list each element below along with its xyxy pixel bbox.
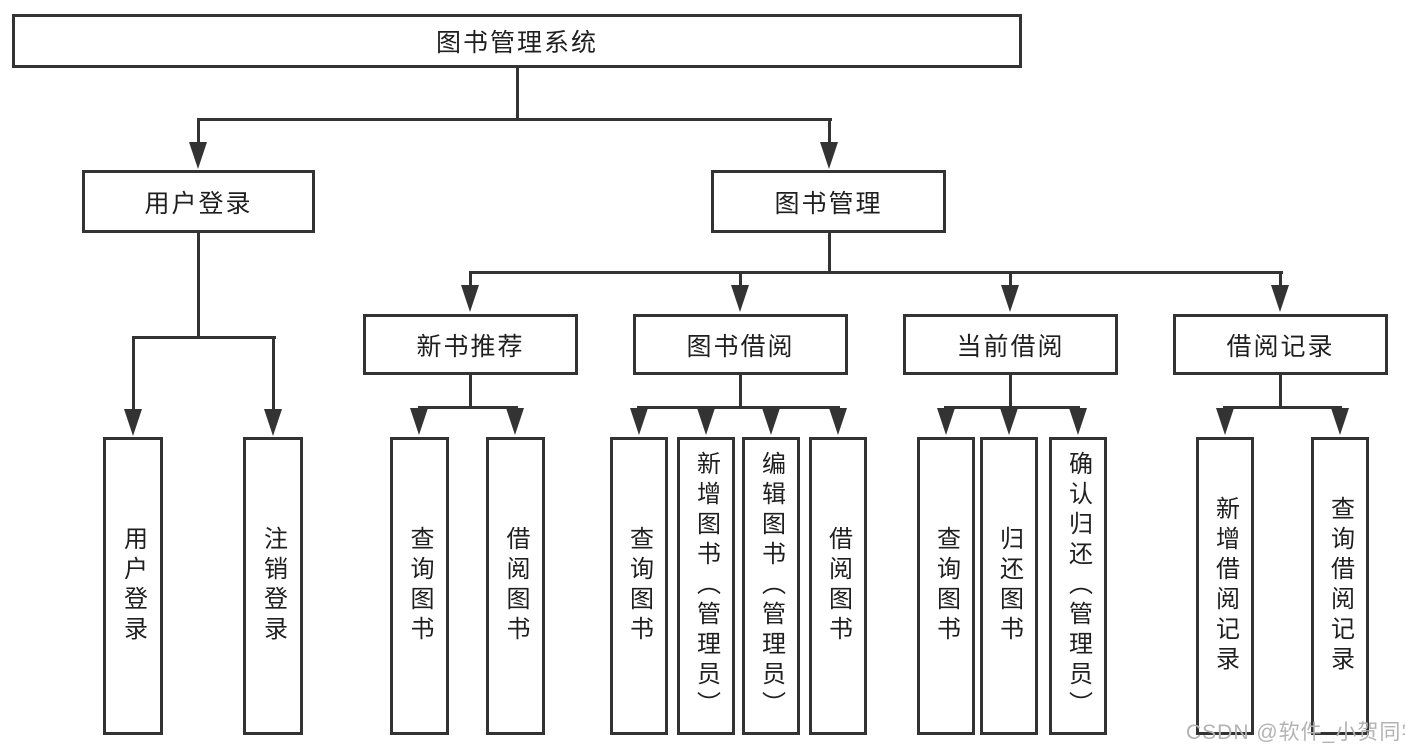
arrow-down-icon xyxy=(124,409,142,436)
leaf-add-books-admin: 新增图书（管理员） xyxy=(677,437,735,735)
arrow-down-icon xyxy=(1331,408,1349,435)
leaf-confirm-return-admin: 确认归还（管理员） xyxy=(1049,437,1107,735)
connector-line xyxy=(739,271,742,287)
leaf-return-books: 归还图书 xyxy=(980,437,1038,735)
arrow-down-icon xyxy=(630,408,648,435)
arrow-down-icon xyxy=(506,408,524,435)
leaf-query-books-recommend: 查询图书 xyxy=(390,437,449,735)
node-book-management: 图书管理 xyxy=(711,170,946,233)
node-book-borrowing: 图书借阅 xyxy=(633,314,848,375)
connector-line xyxy=(944,406,1080,409)
connector-line xyxy=(132,336,135,412)
connector-line xyxy=(272,336,275,412)
arrow-down-icon xyxy=(264,409,282,436)
arrow-down-icon xyxy=(1000,408,1018,435)
leaf-logout: 注销登录 xyxy=(243,437,303,735)
connector-line xyxy=(469,375,472,406)
connector-line xyxy=(197,233,200,336)
node-library-system: 图书管理系统 xyxy=(12,14,1022,68)
leaf-query-books-current: 查询图书 xyxy=(917,437,975,735)
arrow-down-icon xyxy=(1069,408,1087,435)
arrow-down-icon xyxy=(1001,285,1019,312)
connector-line xyxy=(1009,375,1012,406)
connector-line xyxy=(637,406,840,409)
connector-line xyxy=(469,271,472,287)
arrow-down-icon xyxy=(937,408,955,435)
leaf-borrow-books-borrowing: 借阅图书 xyxy=(809,437,867,735)
node-user-login: 用户登录 xyxy=(82,170,315,233)
connector-line xyxy=(197,118,200,145)
leaf-query-books-borrowing: 查询图书 xyxy=(610,437,668,735)
connector-line xyxy=(469,271,1283,274)
watermark: CSDN @软件_小贺同学 xyxy=(1186,721,1405,744)
arrow-down-icon xyxy=(410,408,428,435)
leaf-add-borrow-record: 新增借阅记录 xyxy=(1196,437,1254,735)
connector-line xyxy=(1009,271,1012,287)
arrow-down-icon xyxy=(1271,285,1289,312)
connector-line xyxy=(1279,375,1282,406)
leaf-user-login: 用户登录 xyxy=(103,437,163,735)
node-current-borrowing: 当前借阅 xyxy=(903,314,1118,375)
arrow-down-icon xyxy=(829,408,847,435)
arrow-down-icon xyxy=(820,142,838,169)
arrow-down-icon xyxy=(461,285,479,312)
connector-line xyxy=(197,118,832,121)
connector-line xyxy=(132,336,276,339)
leaf-edit-books-admin: 编辑图书（管理员） xyxy=(742,437,800,735)
node-new-book-recommend: 新书推荐 xyxy=(363,314,578,375)
connector-line xyxy=(418,406,518,409)
connector-line xyxy=(828,118,831,145)
node-borrowing-records: 借阅记录 xyxy=(1173,314,1388,375)
arrow-down-icon xyxy=(762,408,780,435)
arrow-down-icon xyxy=(189,142,207,169)
connector-line xyxy=(516,68,519,118)
connector-line xyxy=(828,233,831,271)
leaf-borrow-books-recommend: 借阅图书 xyxy=(486,437,545,735)
leaf-query-borrow-record: 查询借阅记录 xyxy=(1311,437,1369,735)
arrow-down-icon xyxy=(1216,408,1234,435)
connector-line xyxy=(1279,271,1282,287)
connector-line xyxy=(1223,406,1342,409)
arrow-down-icon xyxy=(697,408,715,435)
arrow-down-icon xyxy=(731,285,749,312)
connector-line xyxy=(739,375,742,406)
